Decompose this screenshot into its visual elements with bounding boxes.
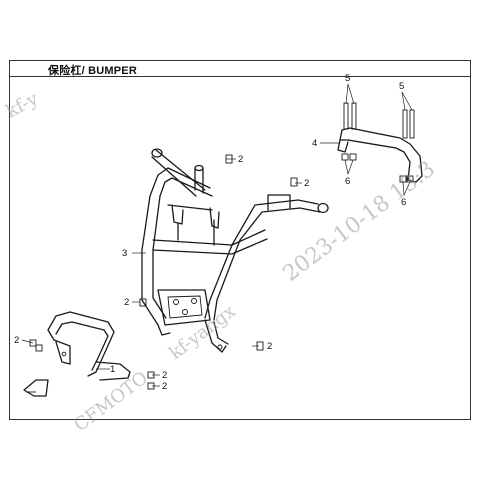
direction-arrow bbox=[23, 379, 49, 397]
leader-lines bbox=[21, 83, 413, 387]
callout-2: 2 bbox=[162, 370, 167, 381]
rear-bumper bbox=[337, 102, 423, 183]
watermark-brand: CFMOTO bbox=[70, 367, 151, 436]
callout-6: 6 bbox=[345, 176, 350, 187]
page-title: 保险杠/ BUMPER bbox=[48, 65, 137, 77]
callout-4: 4 bbox=[312, 138, 317, 149]
watermark-corner: kf-y bbox=[2, 88, 42, 123]
watermarks: kf-y 2023-10-18 13:3 kf-yangx CFMOTO bbox=[2, 88, 439, 436]
callout-2: 2 bbox=[238, 154, 243, 165]
callout-2: 2 bbox=[124, 297, 129, 308]
main-bumper-frame bbox=[141, 148, 329, 353]
callout-2: 2 bbox=[162, 381, 167, 392]
callout-2: 2 bbox=[14, 335, 19, 346]
title-bar bbox=[9, 60, 471, 77]
callout-6: 6 bbox=[401, 197, 406, 208]
watermark-user: kf-yangx bbox=[165, 301, 239, 364]
callouts: 2 2 2 2 2 2 2 3 4 5 5 6 6 1 bbox=[14, 73, 406, 392]
callout-5: 5 bbox=[399, 81, 404, 92]
diagram-frame bbox=[9, 60, 471, 420]
callout-1: 1 bbox=[110, 364, 115, 375]
callout-2: 2 bbox=[267, 341, 272, 352]
front-lower-bumper bbox=[47, 311, 131, 381]
callout-3: 3 bbox=[122, 248, 127, 259]
watermark-datetime: 2023-10-18 13:3 bbox=[279, 157, 440, 287]
callout-2: 2 bbox=[304, 178, 309, 189]
callout-5: 5 bbox=[345, 73, 350, 84]
